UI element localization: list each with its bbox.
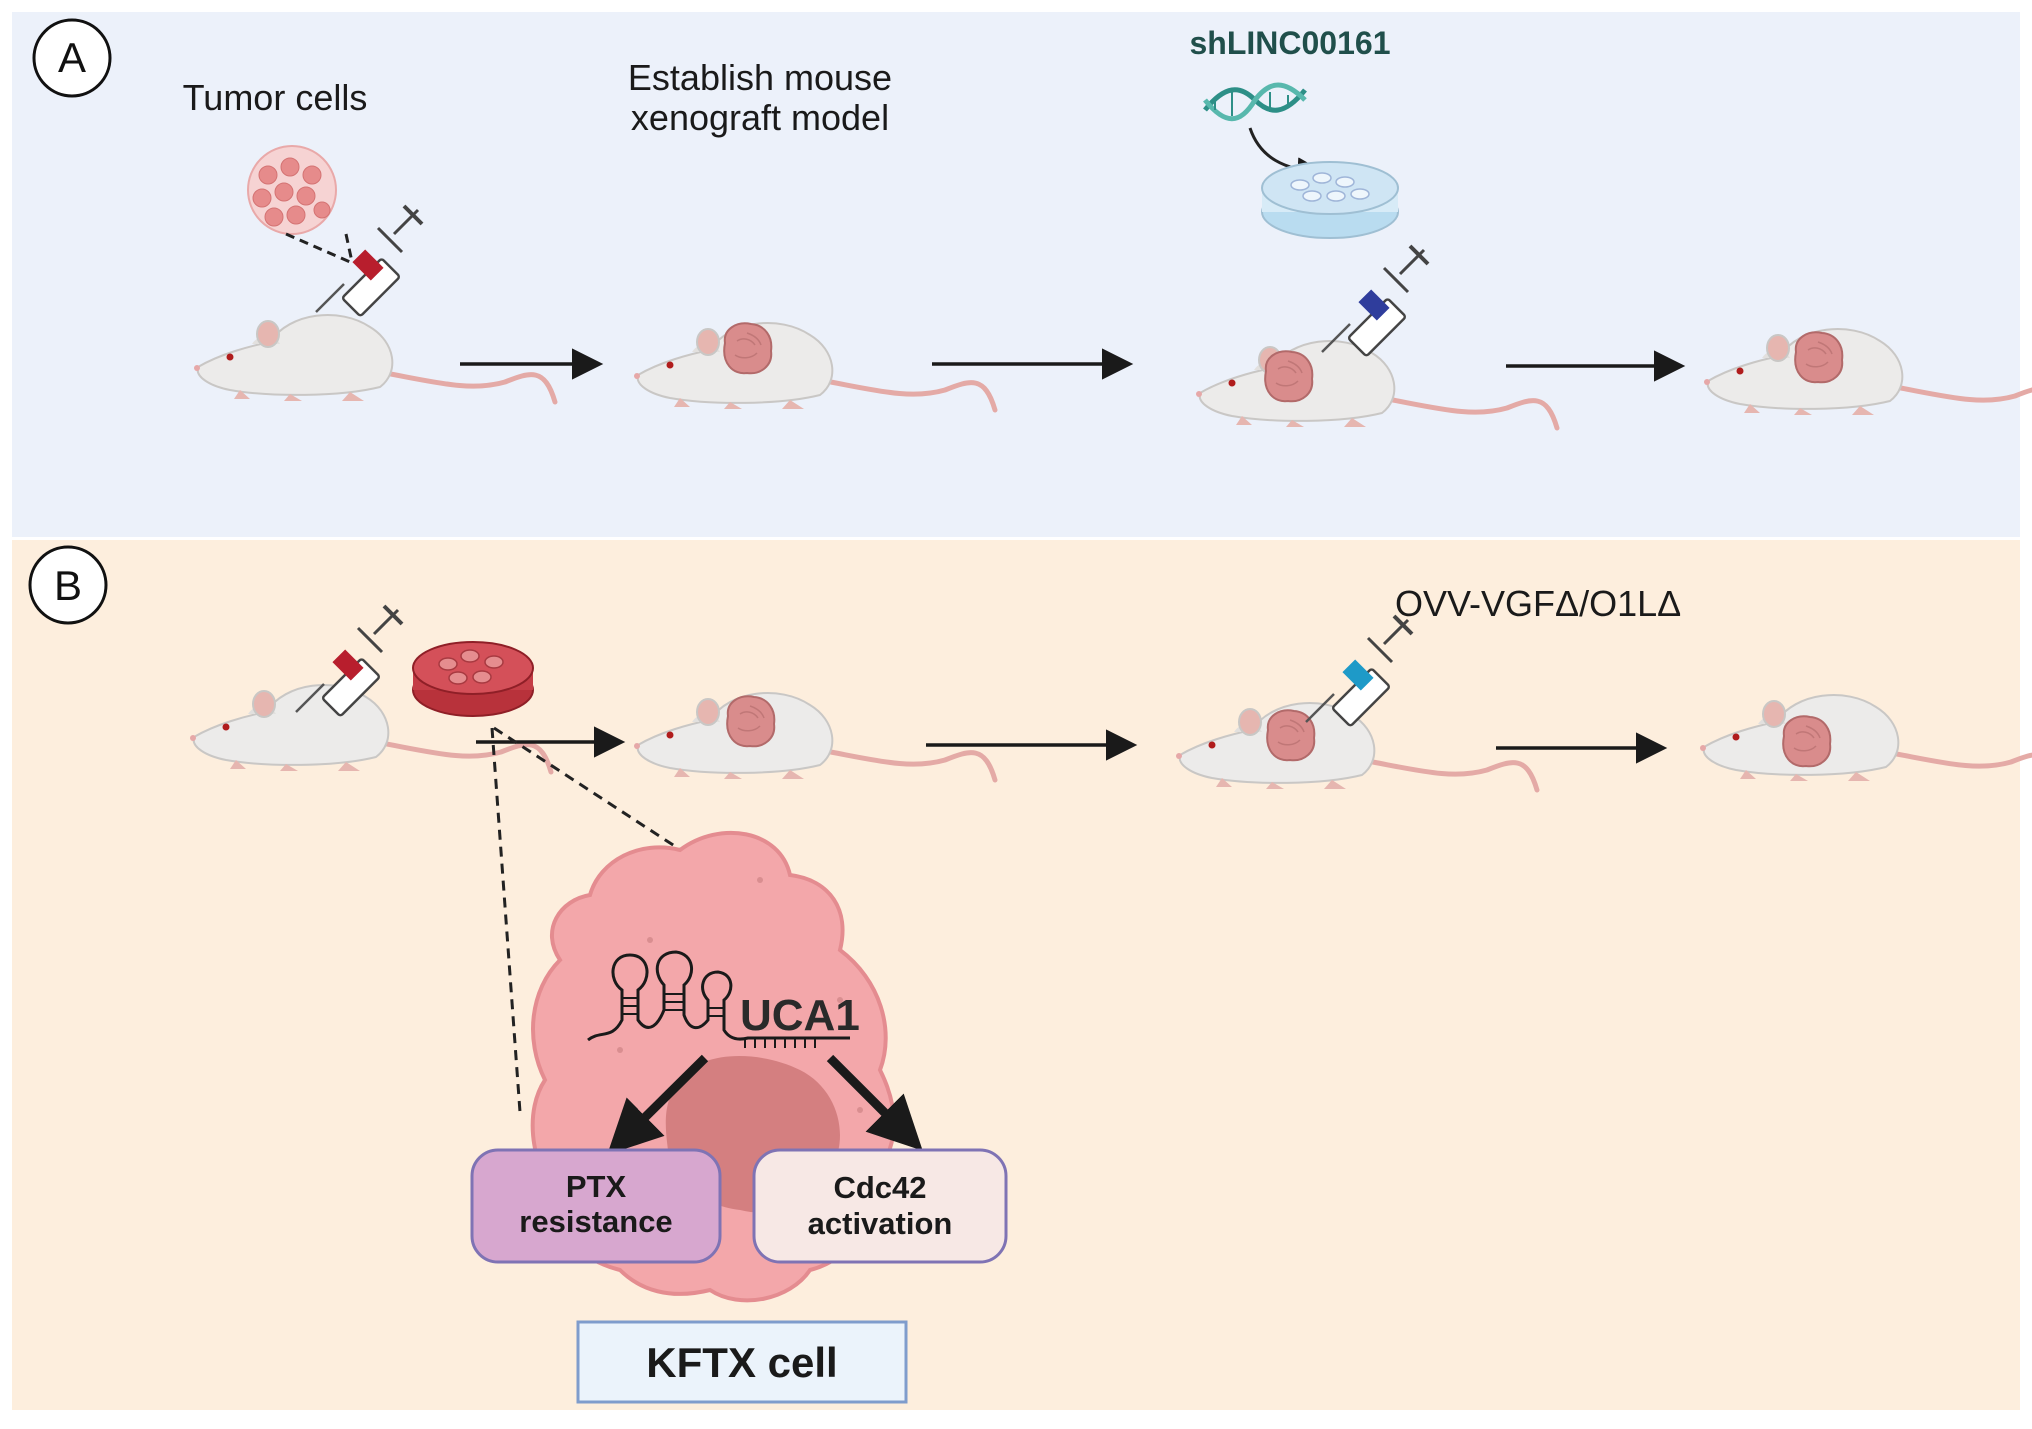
zoom-dash-right — [344, 233, 354, 263]
arrow-to-cdc42 — [826, 1054, 923, 1151]
panel-a-background — [12, 12, 2020, 537]
ptx-resistance-box — [470, 1148, 722, 1264]
panel-a-badge — [32, 18, 112, 98]
tumor-cells-magnified — [247, 145, 337, 235]
syringe-cyan-b — [1304, 614, 1414, 729]
kftx-cell-label: KFTX cell — [646, 1339, 837, 1386]
ptx-line1: PTX — [566, 1169, 627, 1204]
dna-helix-icon — [1203, 82, 1307, 122]
zoom-dash-b-left — [490, 727, 522, 1113]
petri-dish-b — [412, 641, 534, 717]
lncrna-label: UCA1 — [740, 991, 860, 1040]
rna-hairpin-icon — [587, 950, 850, 1048]
syringe-blue-a — [1320, 244, 1430, 359]
panel-a-letter: A — [58, 34, 86, 81]
virus-label: OVV-VGFΔ/O1LΔ — [1395, 583, 1681, 624]
panel-b-letter: B — [54, 562, 82, 609]
panel-b-background — [12, 540, 2020, 1410]
kftx-cell-label-box — [576, 1320, 908, 1404]
petri-dish-a — [1261, 161, 1399, 239]
syringe-red-a — [314, 204, 424, 319]
arrow-to-ptx — [607, 1054, 709, 1155]
establish-line2: xenograft model — [631, 97, 889, 138]
zoom-dash-left — [285, 232, 351, 264]
panel-b-badge — [28, 545, 108, 625]
cdc42-activation-box — [752, 1148, 1008, 1264]
tumor-b2 — [726, 695, 776, 748]
shrna-label: shLINC00161 — [1190, 25, 1391, 61]
tumor-cells-label: Tumor cells — [183, 77, 368, 118]
tumor-a4 — [1794, 331, 1844, 384]
tumor-b4 — [1782, 715, 1832, 768]
tumor-b3 — [1266, 709, 1316, 762]
cdc-line2: activation — [808, 1206, 953, 1241]
syringe-red-b — [294, 604, 404, 719]
tumor-a3 — [1264, 350, 1314, 403]
ptx-line2: resistance — [519, 1204, 672, 1239]
tumor-a2 — [723, 322, 773, 375]
establish-line1: Establish mouse — [628, 57, 892, 98]
cdc-line1: Cdc42 — [833, 1170, 926, 1205]
